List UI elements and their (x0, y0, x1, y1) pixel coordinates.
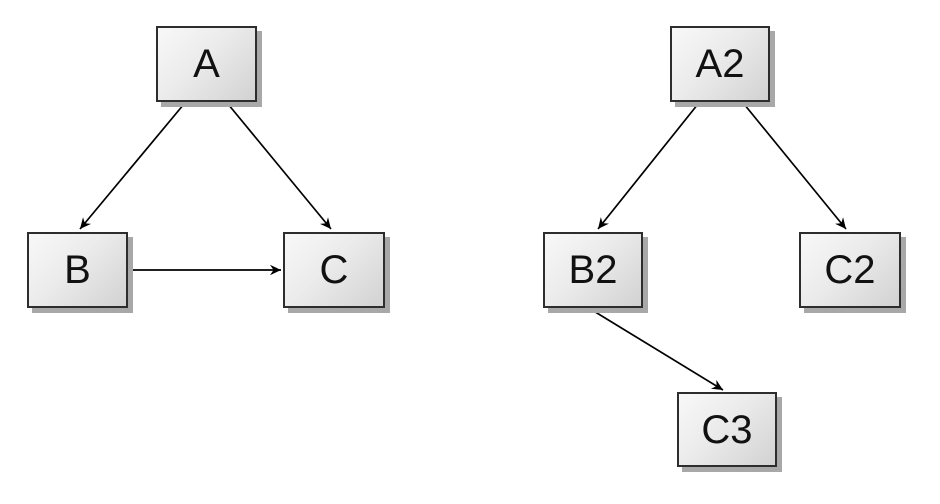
node-A: A (156, 26, 257, 102)
node-label-C: C (319, 248, 349, 292)
edge-A2-B2 (597, 103, 699, 230)
node-label-B2: B2 (568, 248, 618, 292)
node-C: C (283, 232, 385, 308)
node-B2: B2 (543, 232, 643, 308)
node-label-B: B (64, 248, 91, 292)
node-B: B (27, 232, 128, 308)
node-C2: C2 (799, 232, 901, 308)
node-C3: C3 (677, 392, 777, 467)
node-label-C2: C2 (824, 248, 876, 292)
edge-B2-C3 (591, 309, 724, 391)
node-label-A2: A2 (695, 42, 745, 86)
edge-A2-C2 (743, 103, 847, 230)
edge-A-B (79, 103, 185, 230)
node-label-C3: C3 (701, 407, 753, 452)
edge-A-C (227, 103, 332, 230)
node-label-A: A (193, 42, 220, 86)
node-A2: A2 (670, 26, 770, 102)
